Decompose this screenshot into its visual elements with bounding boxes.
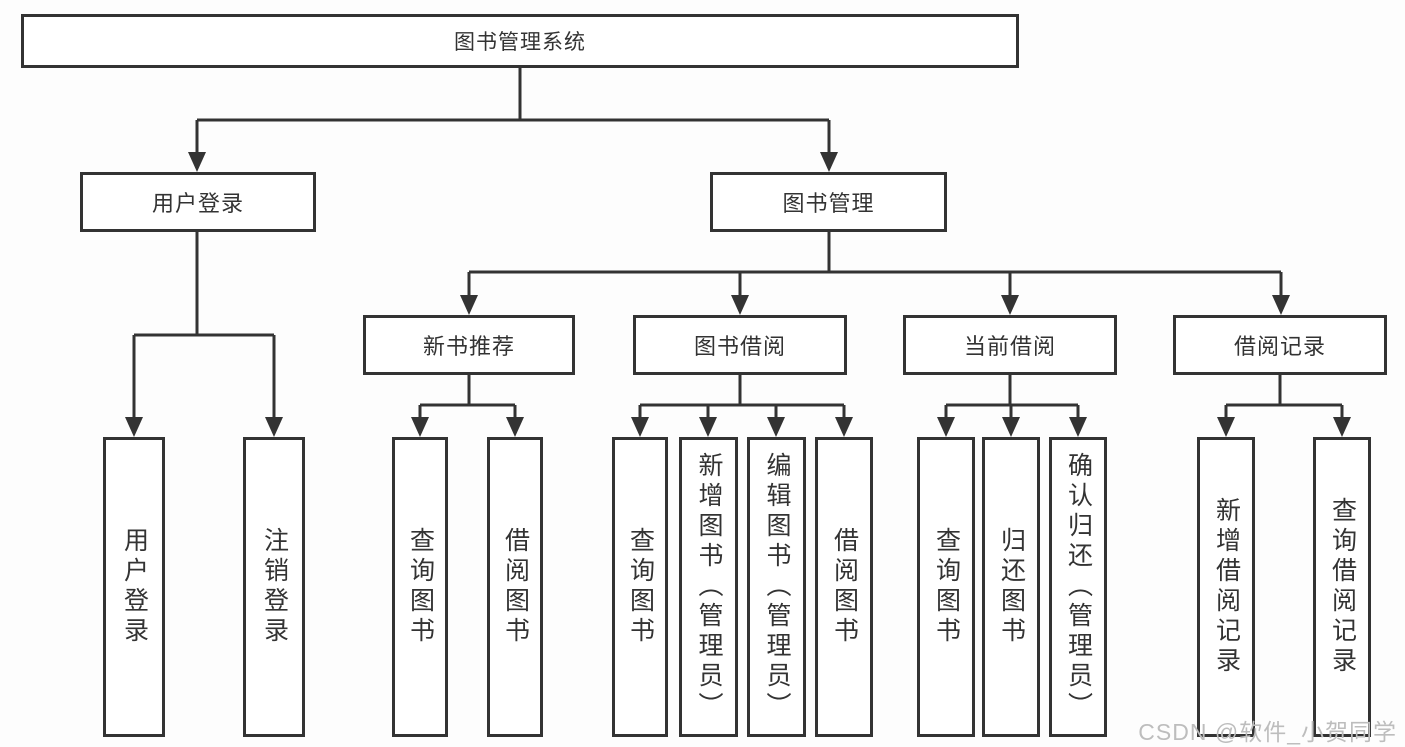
arrowhead — [188, 152, 206, 172]
leaf-borrow-books-2: 借阅图书 — [815, 437, 873, 737]
arrowhead — [835, 417, 853, 437]
leaf-add-books-admin: 新增图书（管理员） — [679, 437, 738, 737]
connector-edge — [638, 375, 846, 419]
arrowhead — [265, 417, 283, 437]
node-label: 图书管理系统 — [454, 31, 586, 54]
leaf-query-borrow-record: 查询借阅记录 — [1313, 437, 1371, 737]
arrowhead — [125, 417, 143, 437]
leaf-query-books-2: 查询图书 — [612, 437, 668, 737]
node-label: 编辑图书（管理员） — [763, 452, 791, 722]
node-label: 查询借阅记录 — [1328, 497, 1357, 677]
arrowhead — [1272, 295, 1290, 315]
arrowhead — [820, 152, 838, 172]
node-label: 查询图书 — [932, 527, 961, 647]
node-new-book-recommend: 新书推荐 — [363, 315, 575, 375]
branch-new-book-recommend — [411, 375, 524, 437]
node-library-system: 图书管理系统 — [21, 14, 1019, 68]
arrowhead — [411, 417, 429, 437]
node-label: 当前借阅 — [963, 334, 1056, 359]
node-user-login: 用户登录 — [80, 172, 316, 232]
branch-book-management — [460, 232, 1290, 315]
connector-edge — [1224, 375, 1344, 419]
node-borrow-records: 借阅记录 — [1173, 315, 1387, 375]
arrowhead — [731, 295, 749, 315]
node-book-management: 图书管理 — [710, 172, 947, 232]
arrowhead — [1001, 295, 1019, 315]
connector-edge — [467, 232, 1283, 297]
leaf-return-books: 归还图书 — [982, 437, 1040, 737]
branch-user-login — [125, 232, 283, 437]
arrowhead — [1333, 417, 1351, 437]
node-label: 借阅图书 — [501, 527, 530, 647]
node-label: 借阅图书 — [830, 527, 859, 647]
arrowhead — [1217, 417, 1235, 437]
node-label: 用户登录 — [151, 191, 244, 216]
node-label: 图书管理 — [782, 191, 875, 216]
csdn-watermark: CSDN @软件_小贺同学 — [1138, 719, 1397, 745]
leaf-borrow-books: 借阅图书 — [487, 437, 543, 737]
leaf-confirm-return-admin: 确认归还（管理员） — [1049, 437, 1107, 737]
node-label: 注销登录 — [260, 527, 289, 647]
node-label: 新增借阅记录 — [1212, 497, 1241, 677]
node-label: 新增图书（管理员） — [695, 452, 723, 722]
connector-edge — [132, 232, 276, 419]
arrowhead — [506, 417, 524, 437]
node-label: 查询图书 — [626, 527, 655, 647]
arrowhead — [1002, 417, 1020, 437]
node-label: 新书推荐 — [422, 334, 515, 359]
connector-edge — [195, 68, 831, 154]
node-current-borrow: 当前借阅 — [903, 315, 1117, 375]
arrowhead — [699, 417, 717, 437]
arrowhead — [460, 295, 478, 315]
connector-edge — [944, 375, 1080, 419]
node-label: 用户登录 — [120, 527, 149, 647]
branch-borrow-records — [1217, 375, 1351, 437]
arrowhead — [767, 417, 785, 437]
leaf-add-borrow-record: 新增借阅记录 — [1197, 437, 1255, 737]
node-label: 归还图书 — [997, 527, 1026, 647]
leaf-user-login: 用户登录 — [103, 437, 165, 737]
arrowhead — [1069, 417, 1087, 437]
leaf-logout: 注销登录 — [243, 437, 305, 737]
arrowhead — [631, 417, 649, 437]
leaf-edit-books-admin: 编辑图书（管理员） — [747, 437, 806, 737]
branch-root — [188, 68, 838, 172]
branch-current-borrow — [937, 375, 1087, 437]
leaf-query-books-3: 查询图书 — [917, 437, 975, 737]
leaf-query-books: 查询图书 — [392, 437, 448, 737]
node-label: 确认归还（管理员） — [1064, 452, 1093, 722]
connector-edge — [418, 375, 517, 419]
node-book-borrow: 图书借阅 — [633, 315, 847, 375]
branch-book-borrow — [631, 375, 853, 437]
node-label: 图书借阅 — [693, 334, 786, 359]
node-label: 查询图书 — [406, 527, 435, 647]
node-label: 借阅记录 — [1233, 334, 1326, 359]
arrowhead — [937, 417, 955, 437]
